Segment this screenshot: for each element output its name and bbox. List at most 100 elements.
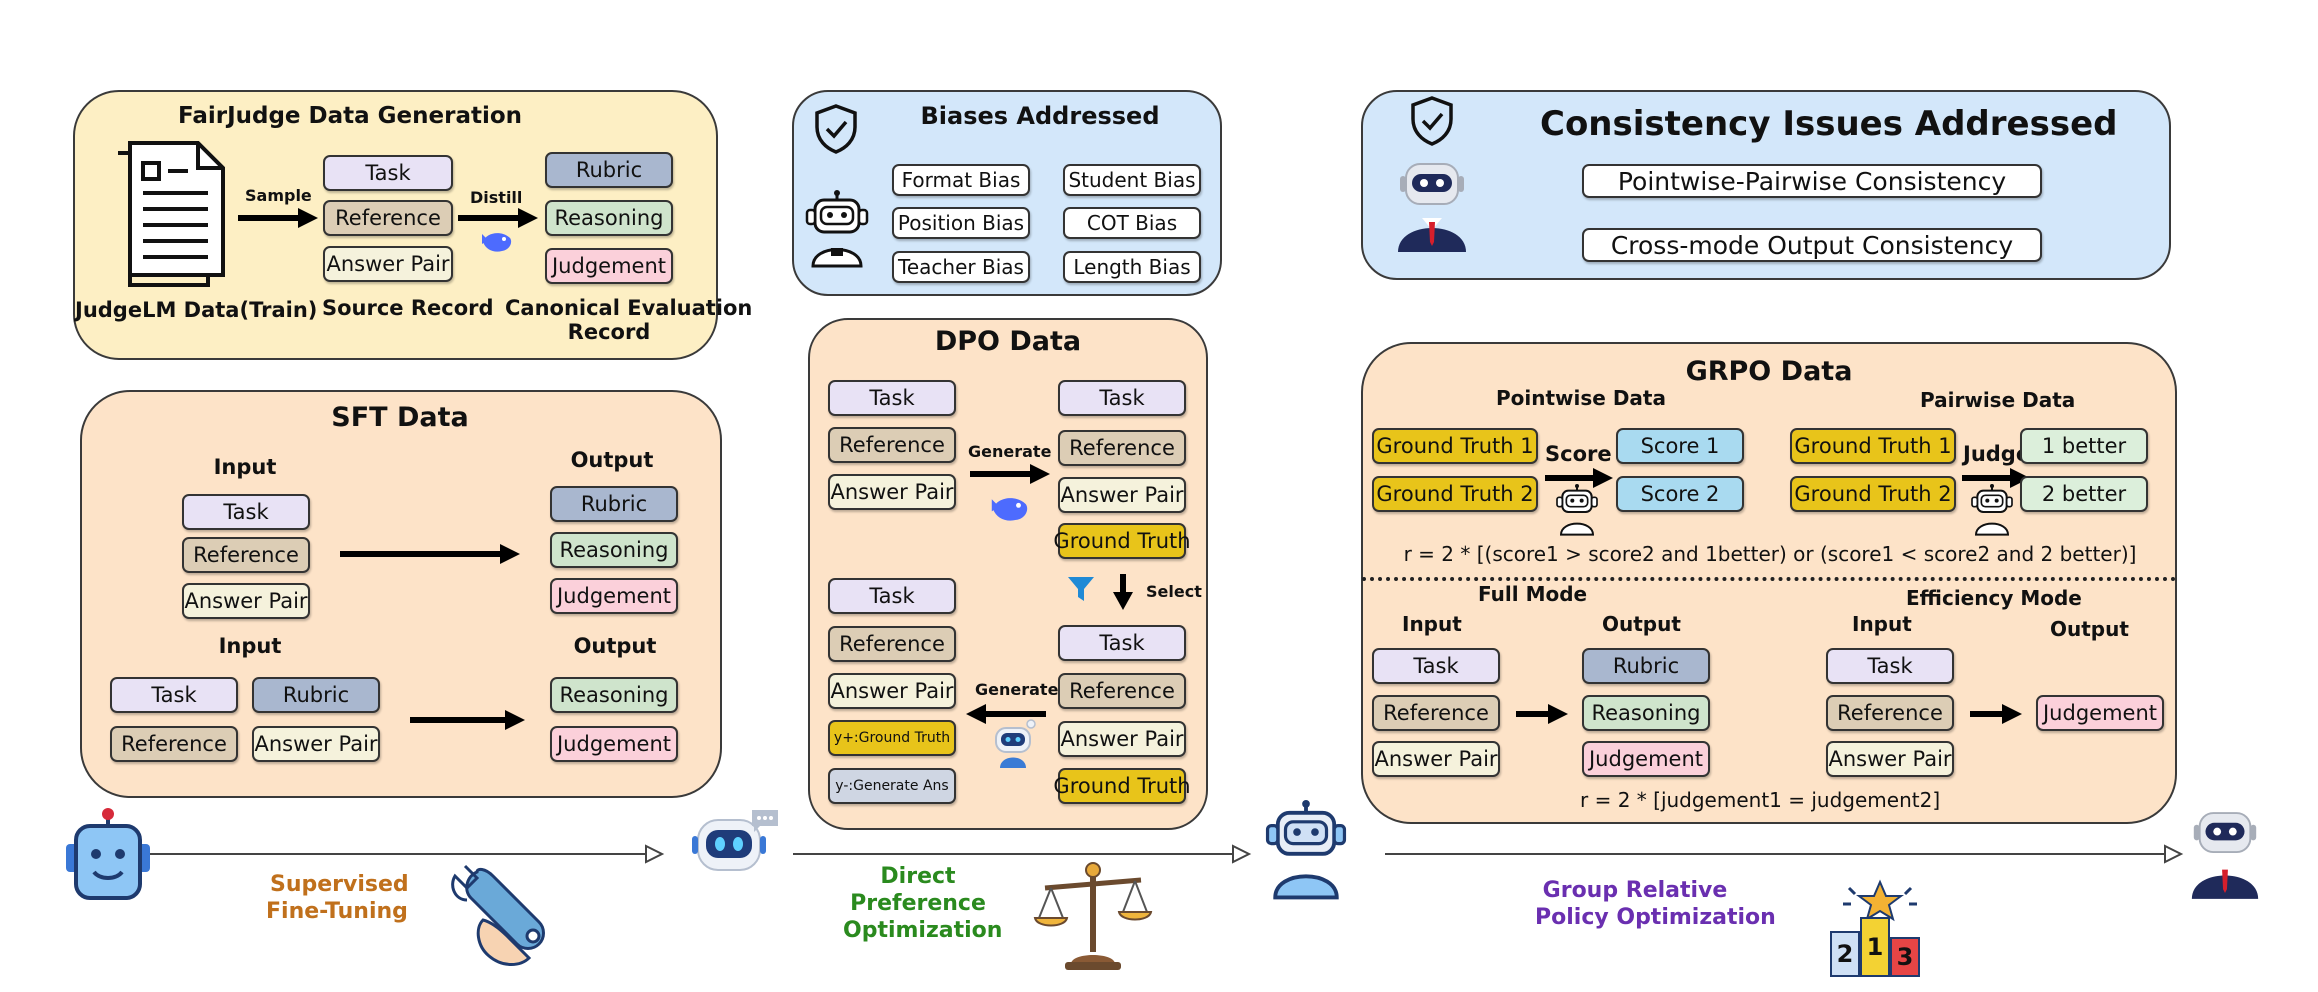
robot-mid-icon (692, 810, 778, 871)
dpo-bl-y-plus: y+:Ground Truth (828, 720, 956, 756)
better1-box: 1 better (2020, 428, 2148, 464)
full-mode-arrow (1516, 704, 1568, 724)
formula-pairwise: r = 2 * [(score1 > score2 and 1better) o… (1403, 542, 2137, 566)
stage-grpo-line1: Group Relative (1542, 878, 1728, 903)
eff-reference: Reference (1826, 695, 1954, 731)
robot-final-icon (2191, 812, 2259, 899)
fj-rubric-box: Rubric (545, 152, 673, 188)
pairwise-label: Pairwise Data (1920, 388, 2076, 412)
stage-sft-line1: Supervised (270, 872, 409, 897)
robot-start-icon (66, 808, 150, 900)
eff-input-label: Input (1852, 612, 1912, 636)
pipeline-arrow-2 (793, 844, 1252, 864)
filter-icon (1068, 577, 1094, 601)
eff-judgement: Judgement (2036, 695, 2164, 731)
consistency-cross-mode: Cross-mode Output Consistency (1582, 228, 2042, 262)
full-task: Task (1372, 648, 1500, 684)
sft-output-label-2: Output (573, 634, 657, 658)
full-mode-label: Full Mode (1478, 582, 1588, 606)
sft-arrow-2 (410, 710, 525, 730)
score-arrow (1545, 468, 1613, 488)
consistency-pointwise-pairwise: Pointwise-Pairwise Consistency (1582, 164, 2042, 198)
eff-mode-arrow (1970, 704, 2022, 724)
score2-box: Score 2 (1616, 476, 1744, 512)
dpo-generate-label-2: Generate (975, 680, 1059, 699)
dpo-tl-answer-pair: Answer Pair (828, 474, 956, 510)
dpo-br-reference: Reference (1058, 673, 1186, 709)
sft-output-label-1: Output (570, 448, 654, 472)
biases-title: Biases Addressed (920, 102, 1160, 130)
bias-teacher: Teacher Bias (892, 251, 1030, 283)
select-label: Select (1146, 582, 1202, 601)
dpo-tl-reference: Reference (828, 427, 956, 463)
dpo-generate-label-1: Generate (968, 442, 1052, 461)
dpo-br-task: Task (1058, 625, 1186, 661)
dpo-tl-task: Task (828, 380, 956, 416)
robot-suit-icon (1398, 163, 1466, 252)
dpo-bl-answer-pair: Answer Pair (828, 673, 956, 709)
bias-cot: COT Bias (1063, 207, 1201, 239)
sft-arrow-1 (340, 544, 520, 564)
dpo-br-ground-truth: Ground Truth (1053, 768, 1191, 804)
wrench-hand-icon (451, 864, 545, 966)
stage-dpo-line2: Preference (850, 891, 986, 916)
podium-star-icon (1843, 879, 1917, 922)
stage-dpo-line1: Direct (880, 864, 956, 889)
robot-headset-icon (805, 190, 869, 268)
stage-dpo-line3: Optimization (843, 918, 1003, 943)
bias-student: Student Bias (1063, 164, 1201, 196)
podium-third: 3 (1890, 937, 1920, 977)
distill-label: Distill (470, 188, 523, 207)
pw-gt2: Ground Truth 2 (1372, 476, 1538, 512)
pipeline-arrow-3 (1385, 844, 2184, 864)
score1-box: Score 1 (1616, 428, 1744, 464)
bias-length: Length Bias (1063, 251, 1201, 283)
sft2-reference-box: Reference (110, 726, 238, 762)
full-reference: Reference (1372, 695, 1500, 731)
distill-arrow (458, 208, 538, 228)
select-arrow (1113, 574, 1133, 610)
formula-mode: r = 2 * [judgement1 = judgement2] (1580, 788, 1941, 812)
sample-arrow (238, 208, 318, 228)
sft-reference-box: Reference (182, 537, 310, 573)
sft2-answer-pair-box: Answer Pair (252, 726, 380, 762)
whale-icon-2 (991, 498, 1028, 521)
dpo-tr-ground-truth: Ground Truth (1053, 523, 1191, 559)
bias-format: Format Bias (892, 164, 1030, 196)
stage-grpo-line2: Policy Optimization (1535, 905, 1776, 930)
sft2-judgement-box: Judgement (550, 726, 678, 762)
caption-judgelm: JudgeLM Data(Train) (75, 298, 318, 322)
sft2-reasoning-box: Reasoning (550, 677, 678, 713)
caption-canonical-2: Record (567, 320, 651, 344)
dpo-bl-task: Task (828, 578, 956, 614)
score-verb: Score (1545, 442, 1612, 466)
dpo-title: DPO Data (934, 326, 1082, 357)
dpo-tr-task: Task (1058, 380, 1186, 416)
sft-task-box: Task (182, 494, 310, 530)
dpo-br-answer-pair: Answer Pair (1058, 721, 1186, 757)
fj-reference-box: Reference (323, 200, 453, 236)
eff-output-label: Output (2050, 617, 2129, 641)
robot-headset-icon-3 (1971, 484, 2013, 536)
full-rubric: Rubric (1582, 648, 1710, 684)
sft2-task-box: Task (110, 677, 238, 713)
fairjudge-title: FairJudge Data Generation (177, 103, 523, 129)
sft-input-label-2: Input (218, 634, 282, 658)
shield-check-icon-2 (1411, 96, 1453, 146)
sft-input-label-1: Input (213, 455, 277, 479)
full-reasoning: Reasoning (1582, 695, 1710, 731)
sft-title: SFT Data (331, 402, 469, 433)
balance-scale-icon (1033, 862, 1153, 970)
better2-box: 2 better (2020, 476, 2148, 512)
eff-answer-pair: Answer Pair (1826, 741, 1954, 777)
robot-headset-mid-icon (1265, 800, 1347, 900)
pr-gt2: Ground Truth 2 (1790, 476, 1956, 512)
pipeline-arrow-1 (150, 844, 665, 864)
podium-first: 1 (1860, 917, 1890, 977)
dpo-generate-arrow-1 (970, 464, 1050, 484)
sft-judgement-box: Judgement (550, 578, 678, 614)
document-icon (118, 141, 225, 287)
consistency-title: Consistency Issues Addressed (1540, 104, 2118, 144)
judge-arrow (1962, 468, 2030, 488)
grpo-dotted-divider (1362, 577, 2176, 581)
